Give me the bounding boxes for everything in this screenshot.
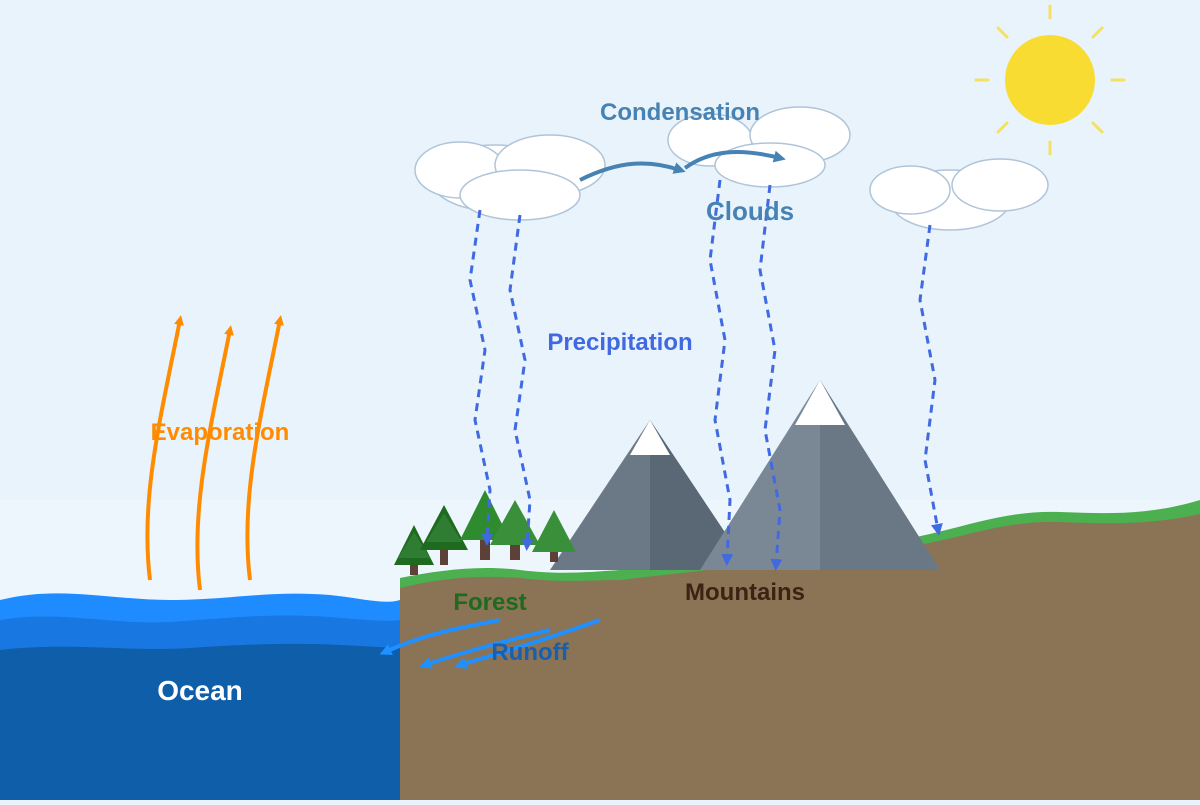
runoff-arrows <box>379 618 601 670</box>
ocean <box>0 593 400 800</box>
tree-icon <box>420 505 468 565</box>
land <box>400 500 1200 800</box>
evaporation-arrows <box>145 315 284 591</box>
precipitation-label: Precipitation <box>547 329 692 356</box>
tree-icon <box>460 490 510 560</box>
runoff-label: Runoff <box>491 639 569 666</box>
condensation-arrow <box>683 150 786 170</box>
tree-icon <box>532 510 576 562</box>
mountain-icon <box>700 380 940 570</box>
precipitation-arrows <box>468 179 943 571</box>
forest-label: Forest <box>453 589 526 616</box>
cloud-icon <box>414 134 606 221</box>
sun-icon <box>974 4 1126 156</box>
cloud-icon <box>869 158 1049 231</box>
cloud-icon <box>667 106 851 188</box>
evaporation-label: Evaporation <box>151 419 290 446</box>
tree-icon <box>394 525 434 575</box>
clouds-label: Clouds <box>706 196 794 226</box>
condensation-label: Condensation <box>600 99 760 126</box>
ocean-label: Ocean <box>157 675 243 706</box>
condensation-arrow <box>579 161 686 182</box>
sky-upper <box>0 0 1200 500</box>
mountains-label: Mountains <box>685 579 805 606</box>
